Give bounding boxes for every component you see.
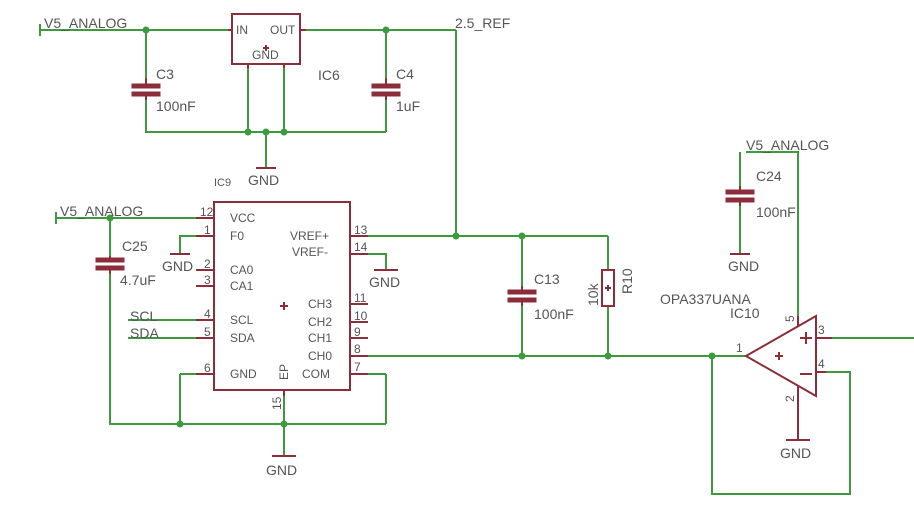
capacitor-c13-value: 100nF bbox=[534, 306, 574, 322]
net-label-v5-analog-right: V5_ANALOG bbox=[746, 137, 829, 153]
gnd-symbol-vrefm: GND bbox=[369, 269, 400, 290]
opamp-part-number: OPA337UANA bbox=[660, 291, 751, 307]
capacitor-c13[interactable] bbox=[507, 286, 537, 306]
adc-pin-ch2-label: CH2 bbox=[308, 315, 332, 329]
adc-pin-6-num: 6 bbox=[204, 361, 211, 375]
adc-pin-8-num: 8 bbox=[354, 342, 361, 356]
regulator-pin-in: IN bbox=[236, 23, 248, 37]
gnd-symbol-f0: GND bbox=[162, 253, 193, 274]
opamp-ic10[interactable] bbox=[743, 314, 832, 440]
adc-pin-4-num: 4 bbox=[204, 307, 211, 321]
net-label-sda: SDA bbox=[130, 325, 159, 341]
junctions bbox=[106, 26, 716, 428]
net-label-v5-analog-left: V5_ANALOG bbox=[60, 203, 143, 219]
adc-pin-3-num: 3 bbox=[204, 273, 211, 287]
adc-pin-9-num: 9 bbox=[354, 325, 361, 339]
adc-ep-label: EP bbox=[277, 364, 291, 380]
opamp-pin-1-num: 1 bbox=[736, 341, 743, 355]
svg-text:GND: GND bbox=[162, 258, 193, 274]
adc-pin-f0-label: F0 bbox=[230, 229, 244, 243]
gnd-symbol-adc-bottom: GND bbox=[266, 455, 297, 478]
capacitor-c13-name: C13 bbox=[534, 271, 560, 287]
capacitor-c25-value: 4.7uF bbox=[120, 272, 156, 288]
opamp-pin-2-num: 2 bbox=[783, 395, 797, 402]
capacitor-c4-name: C4 bbox=[396, 66, 414, 82]
adc-pin-13-num: 13 bbox=[354, 223, 368, 237]
svg-text:GND: GND bbox=[248, 172, 279, 188]
capacitor-c4-value: 1uF bbox=[396, 98, 420, 114]
resistor-r10-name: R10 bbox=[619, 268, 635, 294]
regulator-pin-out: OUT bbox=[270, 23, 296, 37]
adc-pin-15-num: 15 bbox=[270, 396, 284, 410]
adc-pin-com-label: COM bbox=[302, 367, 330, 381]
adc-pin-ch0-label: CH0 bbox=[308, 349, 332, 363]
svg-text:GND: GND bbox=[266, 462, 297, 478]
wires bbox=[39, 24, 914, 495]
regulator-ic6[interactable]: IN OUT GND bbox=[228, 13, 306, 68]
adc-pin-14-num: 14 bbox=[354, 240, 368, 254]
svg-text:GND: GND bbox=[728, 258, 759, 274]
adc-pin-ch3-label: CH3 bbox=[308, 297, 332, 311]
adc-pin-1-num: 1 bbox=[204, 223, 211, 237]
adc-pin-vcc-label: VCC bbox=[230, 211, 256, 225]
adc-pin-gnd-label: GND bbox=[230, 367, 257, 381]
adc-pin-sda-label: SDA bbox=[230, 331, 255, 345]
net-label-v5-analog-top: V5_ANALOG bbox=[44, 15, 127, 31]
adc-pin-12-num: 12 bbox=[200, 205, 214, 219]
adc-pin-vrefm-label: VREF- bbox=[292, 245, 328, 259]
adc-name: IC9 bbox=[214, 177, 231, 189]
capacitor-c25-name: C25 bbox=[122, 238, 148, 254]
capacitor-c3[interactable] bbox=[131, 78, 161, 100]
svg-text:GND: GND bbox=[369, 274, 400, 290]
adc-pin-scl-label: SCL bbox=[230, 313, 254, 327]
capacitor-c25[interactable] bbox=[95, 256, 125, 274]
net-label-scl: SCL bbox=[130, 308, 157, 324]
adc-ic9[interactable] bbox=[196, 201, 368, 396]
opamp-pin-4-num: 4 bbox=[818, 357, 825, 371]
adc-pin-vrefp-label: VREF+ bbox=[290, 229, 329, 243]
opamp-pin-5-num: 5 bbox=[783, 315, 797, 322]
capacitor-c24-value: 100nF bbox=[756, 204, 796, 220]
adc-pin-5-num: 5 bbox=[204, 325, 211, 339]
capacitor-c3-value: 100nF bbox=[156, 98, 196, 114]
svg-text:GND: GND bbox=[780, 445, 811, 461]
net-label-2v5-ref: 2.5_REF bbox=[455, 15, 510, 31]
capacitor-c3-name: C3 bbox=[156, 66, 174, 82]
resistor-r10[interactable] bbox=[601, 269, 615, 307]
adc-pin-ca1-label: CA1 bbox=[230, 279, 254, 293]
gnd-symbol-c24: GND bbox=[728, 253, 759, 274]
adc-pin-ca0-label: CA0 bbox=[230, 263, 254, 277]
opamp-pin-3-num: 3 bbox=[818, 323, 825, 337]
gnd-symbol-regulator: GND bbox=[248, 167, 279, 188]
gnd-symbol-opamp: GND bbox=[780, 439, 811, 461]
adc-pin-ch1-label: CH1 bbox=[308, 331, 332, 345]
adc-pin-11-num: 11 bbox=[354, 291, 367, 305]
adc-pin-7-num: 7 bbox=[354, 360, 361, 374]
adc-pin-2-num: 2 bbox=[204, 257, 211, 271]
opamp-name: IC10 bbox=[730, 305, 760, 321]
resistor-r10-value: 10k bbox=[585, 282, 601, 306]
capacitor-c4[interactable] bbox=[371, 78, 401, 100]
capacitor-c24[interactable] bbox=[725, 186, 755, 206]
capacitor-c24-name: C24 bbox=[756, 168, 782, 184]
adc-pin-10-num: 10 bbox=[354, 309, 368, 323]
regulator-pin-gnd: GND bbox=[252, 48, 279, 62]
regulator-name: IC6 bbox=[318, 67, 340, 83]
